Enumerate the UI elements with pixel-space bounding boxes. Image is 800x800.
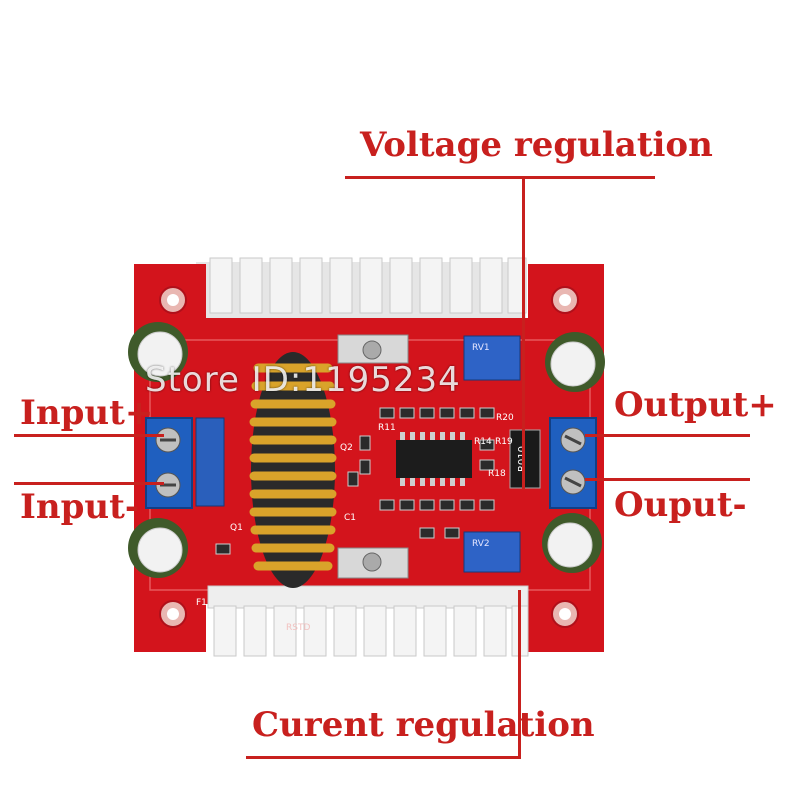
svg-text:R18: R18: [488, 469, 506, 479]
output-minus-line: [585, 478, 750, 481]
control-ic: [396, 432, 472, 486]
svg-text:R20: R20: [496, 413, 514, 423]
voltage-regulation-underline: [345, 176, 655, 179]
svg-text:C1: C1: [344, 513, 356, 523]
svg-text:R19: R19: [495, 437, 513, 447]
svg-text:Q1: Q1: [230, 523, 243, 533]
input-plus-label: Input+: [20, 393, 154, 433]
voltage-regulation-label: Voltage regulation: [360, 125, 713, 165]
capacitor: [128, 322, 605, 578]
shunt-resistor: R010: [509, 429, 541, 489]
current-regulation-underline: [246, 756, 521, 759]
voltage-regulation-pointer: [522, 178, 525, 490]
svg-text:Q2: Q2: [340, 443, 353, 453]
fuse: [195, 417, 225, 507]
heatsink-bottom: [207, 585, 529, 657]
pot-bottom-label: RV2: [472, 539, 490, 549]
input-plus-line: [14, 434, 164, 437]
current-regulation-pointer: [518, 590, 521, 758]
svg-text:RSTD: RSTD: [286, 623, 310, 633]
output-plus-label: Output+: [614, 385, 777, 425]
store-watermark: Store ID:1195234: [145, 360, 461, 400]
svg-text:R14: R14: [474, 437, 492, 447]
pot-top-label: RV1: [472, 343, 490, 353]
potentiometer-current: RV2: [463, 531, 521, 573]
toroid-inductor: [249, 352, 337, 588]
input-minus-line: [14, 482, 164, 485]
current-regulation-label: Curent regulation: [252, 705, 595, 745]
potentiometer-voltage: RV1: [463, 335, 521, 381]
smd-components: [215, 407, 495, 555]
silkscreen: R20 R14 R19 R18 R11 Q1 Q2 F1 C1 RSTD: [196, 413, 514, 633]
input-minus-label: Input-: [20, 487, 139, 527]
output-terminal-block: [549, 417, 597, 509]
svg-text:F1: F1: [196, 598, 207, 608]
svg-text:R11: R11: [378, 423, 396, 433]
output-plus-line: [585, 434, 750, 437]
output-minus-label: Ouput-: [614, 485, 747, 525]
